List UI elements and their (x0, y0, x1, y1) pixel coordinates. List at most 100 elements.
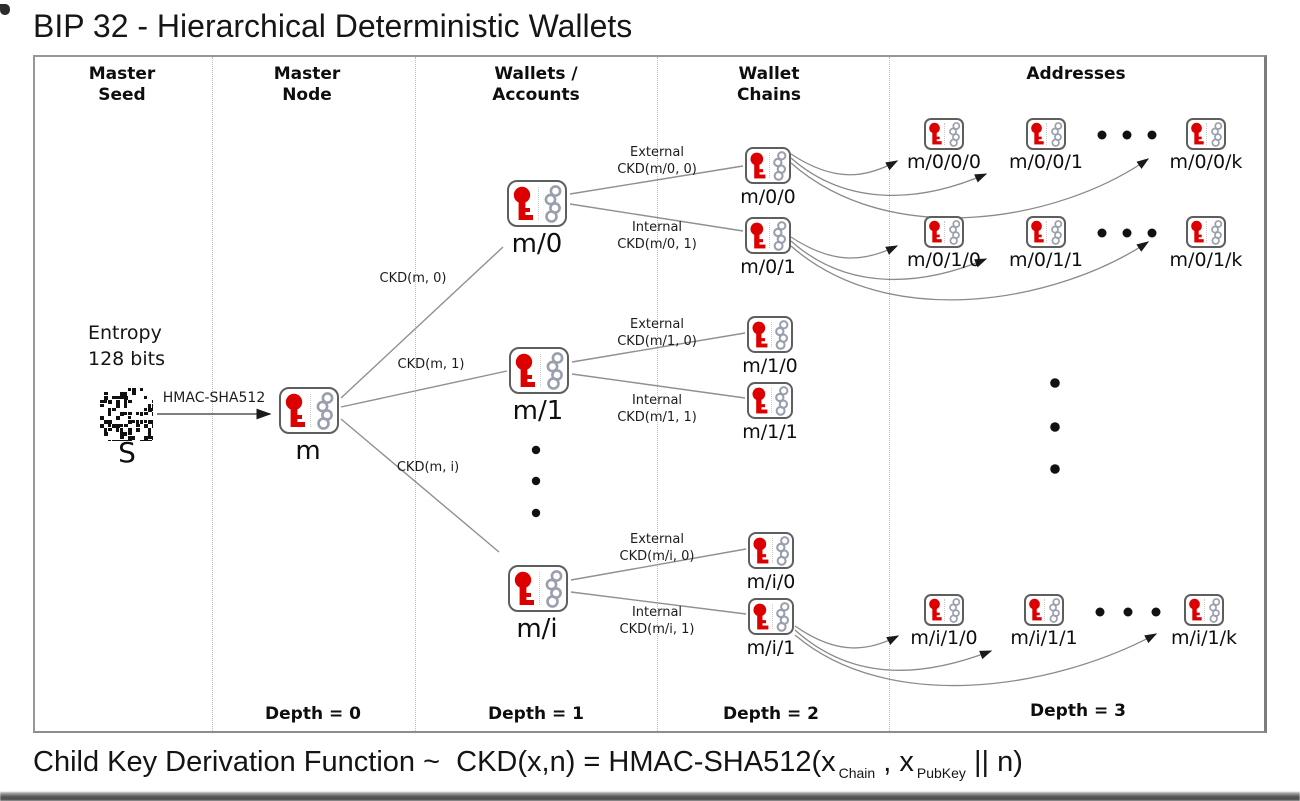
key-icon (752, 387, 768, 413)
key-icon (1030, 220, 1044, 243)
key-icon (1030, 122, 1044, 145)
node-divider (770, 321, 772, 348)
edge-m-to-m0 (340, 246, 504, 399)
hdots-row2 (1122, 228, 1132, 238)
hmac-label: HMAC-SHA512 (162, 390, 266, 406)
address-label-mi100: m/i/1/0 (910, 627, 978, 649)
node-divider (539, 571, 540, 606)
key-icon (514, 571, 534, 605)
column-header-wallets-accounts: Wallets / Accounts (492, 64, 580, 105)
key-icon (513, 186, 533, 220)
arrow-m01-to-m0101 (790, 240, 988, 281)
arrow-m00-to-m0001 (790, 157, 988, 197)
edge-label-ext-m1: External CKD(m/1, 0) (617, 317, 697, 349)
entropy-seed-qr (100, 388, 153, 441)
address-label-m010k: m/0/1/k (1169, 249, 1243, 271)
node-divider (944, 123, 945, 145)
arrow-mi1-to-mi10k (794, 633, 1158, 687)
screenshot-edge-artifact (0, 792, 1300, 801)
edge-m1-to-m11 (571, 373, 746, 399)
entropy-caption: Entropy 128 bits (88, 322, 165, 370)
edge-mi-to-mi0 (570, 548, 747, 581)
formula-end: || n) (965, 746, 1023, 778)
edge-label-ext-mi: External CKD(m/i, 0) (619, 532, 695, 564)
key-node-mi11 (1024, 594, 1064, 626)
hdots-row4 (1123, 607, 1133, 617)
node-label-m0: m/0 (511, 229, 563, 259)
node-divider (944, 221, 945, 243)
chain-icon (775, 385, 789, 416)
node-divider (1044, 599, 1045, 621)
key-icon (753, 603, 769, 629)
arrow-m01-to-m0100 (790, 236, 899, 259)
address-label-m000k: m/0/0/k (1169, 151, 1243, 173)
depth-label-1: Depth = 1 (488, 704, 584, 724)
key-icon (515, 353, 535, 387)
key-node-m (279, 387, 339, 434)
formula-subscript-pubkey: PubKey (916, 765, 966, 781)
vdots-addresses (1050, 464, 1060, 474)
formula-mid: , x (875, 746, 914, 778)
formula-main: Child Key Derivation Function ~ CKD(x,n)… (33, 746, 836, 778)
column-separator (212, 57, 213, 731)
key-node-mi10k (1184, 594, 1224, 626)
key-icon (928, 122, 942, 145)
arrow-mi1-to-mi100 (794, 625, 900, 649)
key-node-m1 (509, 347, 569, 394)
edge-label-int-m0: Internal CKD(m/0, 1) (617, 220, 697, 252)
node-divider (768, 152, 770, 179)
column-header-addresses: Addresses (1026, 64, 1126, 84)
column-separator (415, 57, 416, 731)
ellipsis-dots (531, 130, 1161, 617)
hdots-row2 (1147, 228, 1157, 238)
key-node-mi0 (748, 532, 794, 569)
vdots-addresses (1050, 422, 1060, 432)
key-node-m000 (924, 118, 964, 150)
ckd-formula: Child Key Derivation Function ~ CKD(x,n)… (33, 746, 1023, 781)
formula-subscript-chain: Chain (838, 765, 876, 781)
key-node-m001 (1026, 118, 1066, 150)
chain-icon (1050, 121, 1062, 147)
column-header-wallet-chains: Wallet Chains (736, 64, 802, 105)
chain-icon (776, 601, 790, 632)
key-node-m10 (747, 316, 793, 353)
vdots-accounts (531, 445, 541, 455)
vdots-accounts (531, 508, 541, 518)
edge-label-int-m1: Internal CKD(m/1, 1) (617, 393, 697, 425)
node-divider (310, 393, 311, 428)
chain-icon (1208, 597, 1220, 623)
chain-icon (948, 597, 960, 623)
vdots-accounts (531, 476, 541, 486)
chain-icon (544, 184, 562, 223)
depth-label-3: Depth = 3 (1030, 701, 1126, 721)
address-label-m0101: m/0/1/1 (1009, 249, 1083, 271)
node-divider (944, 599, 945, 621)
arrow-m00-to-m000k (790, 158, 1150, 219)
node-divider (538, 186, 539, 221)
tree-edges (340, 165, 747, 615)
chain-icon (546, 351, 564, 390)
screenshot-artifact (0, 4, 10, 15)
node-divider (1046, 123, 1047, 145)
key-node-mi10 (924, 594, 964, 626)
key-node-m11 (747, 382, 793, 419)
node-label-m01: m/0/1 (740, 256, 796, 278)
node-divider (1206, 123, 1207, 145)
chain-icon (1210, 219, 1222, 245)
chain-icon (1210, 121, 1222, 147)
node-divider (770, 387, 772, 414)
edge-m0-to-m01 (569, 203, 744, 232)
column-header-master-seed: Master Seed (88, 64, 156, 105)
key-node-m01k (1186, 216, 1226, 248)
hdots-row1 (1097, 130, 1107, 140)
key-icon (750, 152, 766, 178)
chain-icon (775, 319, 789, 350)
key-node-m00 (745, 147, 791, 184)
edge-label-int-mi: Internal CKD(m/i, 1) (619, 605, 695, 637)
chain-icon (1048, 597, 1060, 623)
column-header-master-node: Master Node (273, 64, 341, 105)
hdots-row2 (1097, 228, 1107, 238)
node-label-m00: m/0/0 (740, 186, 796, 208)
node-divider (768, 222, 770, 249)
